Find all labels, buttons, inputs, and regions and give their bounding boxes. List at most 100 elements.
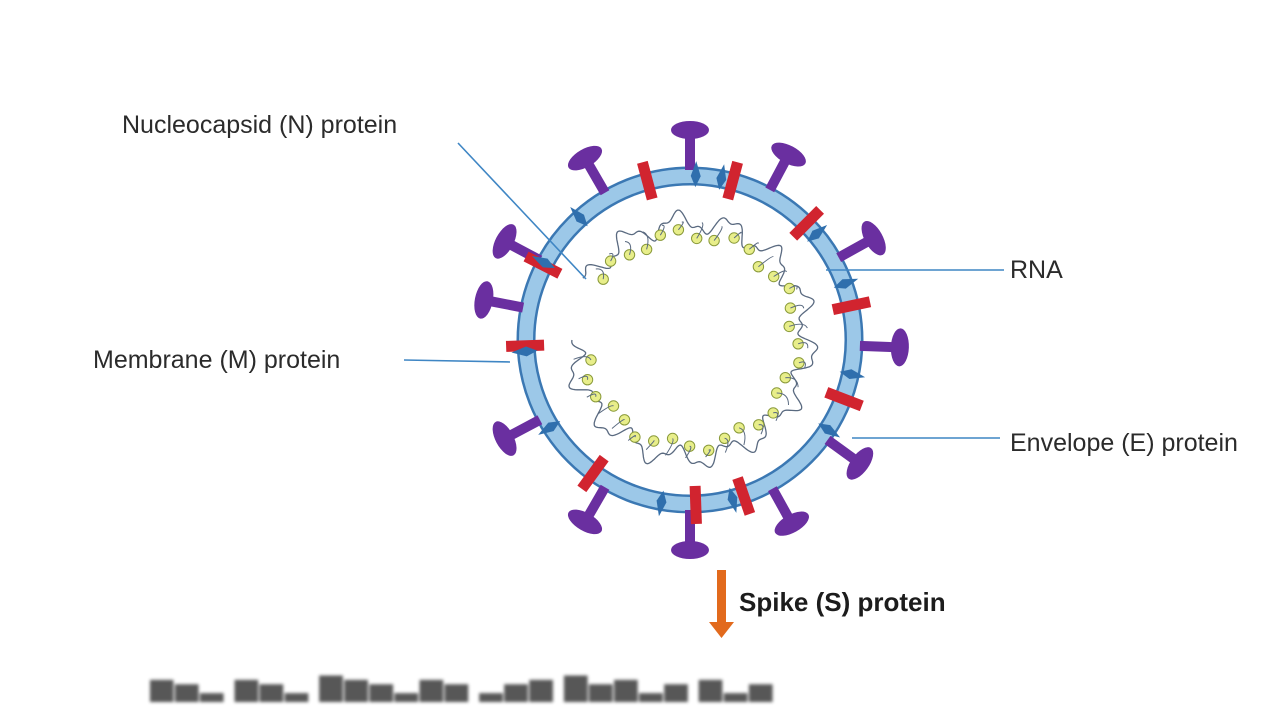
- spike-stalk: [486, 295, 525, 313]
- n-protein-loop: [789, 285, 798, 290]
- membrane-proteins: [505, 160, 872, 525]
- m-protein-bar: [789, 206, 824, 241]
- blurred-caption: ▆▅▃ ▆▅▃ ▇▆▅▃▆▅ ▃▅▆ ▇▅▆▃▅ ▆▃▅: [150, 673, 775, 702]
- n-protein-loop: [724, 437, 729, 453]
- n-protein-loop: [573, 356, 592, 361]
- spike-stalk: [505, 415, 543, 442]
- spike-proteins: [474, 121, 909, 559]
- nucleocapsid-label: Nucleocapsid (N) protein: [122, 111, 397, 139]
- n-protein-loop: [789, 323, 808, 329]
- e-protein-shape: [538, 421, 561, 435]
- n-protein-loop: [595, 268, 605, 280]
- spike-head: [567, 145, 603, 171]
- m-protein-bar: [824, 387, 864, 412]
- n-protein-loop: [738, 427, 746, 446]
- spike-protein-label: Spike (S) protein: [739, 587, 946, 617]
- spike-protein: [859, 328, 909, 367]
- m-protein: [637, 160, 658, 201]
- spike-head: [671, 121, 709, 139]
- spike-protein: [824, 435, 874, 480]
- e-protein-shape: [570, 206, 588, 227]
- spike-stalk: [768, 486, 795, 523]
- m-protein: [505, 339, 545, 352]
- spike-protein: [671, 121, 709, 170]
- rna-label: RNA: [1010, 256, 1063, 284]
- spike-head: [492, 421, 517, 456]
- e-protein: [570, 206, 588, 227]
- spike-stalk: [582, 484, 610, 521]
- n-protein-loop: [748, 242, 759, 250]
- n-protein-loop: [678, 221, 684, 231]
- m-protein-bar: [505, 339, 545, 352]
- e-protein: [839, 369, 866, 379]
- m-protein-bar: [577, 454, 609, 493]
- e-protein: [538, 421, 561, 435]
- e-protein: [818, 423, 841, 438]
- spike-arrow-shaft: [717, 570, 726, 624]
- spike-stalk: [765, 155, 792, 193]
- envelope-protein-label: Envelope (E) protein: [1010, 429, 1238, 457]
- e-protein-shape: [716, 164, 727, 190]
- n-protein-loop: [773, 412, 779, 422]
- n-protein-loop: [611, 419, 625, 429]
- spike-stalk: [824, 435, 860, 466]
- spike-stalk: [685, 510, 695, 546]
- spike-protein: [474, 281, 525, 319]
- spike-head: [492, 224, 517, 259]
- e-protein-shape: [727, 487, 738, 513]
- e-protein-shape: [807, 224, 828, 242]
- e-protein: [833, 278, 859, 289]
- m-protein: [732, 476, 756, 516]
- m-protein: [831, 296, 872, 316]
- nucleocapsid-leader-line: [457, 142, 587, 280]
- spike-stalk: [582, 159, 610, 196]
- e-protein: [716, 164, 727, 190]
- n-protein-loop: [665, 438, 674, 456]
- e-protein-shape: [839, 369, 866, 379]
- spike-protein: [768, 486, 809, 536]
- m-protein: [824, 387, 864, 412]
- membrane-protein-label: Membrane (M) protein: [93, 346, 340, 374]
- spike-protein: [492, 415, 543, 456]
- spike-head: [671, 541, 709, 559]
- e-protein: [690, 161, 701, 188]
- n-protein-loop: [758, 256, 774, 268]
- m-protein-bar: [689, 485, 702, 525]
- m-protein-bar: [732, 476, 756, 516]
- n-protein-loop: [713, 225, 723, 241]
- n-protein-loop: [642, 231, 649, 250]
- m-protein: [789, 206, 824, 241]
- n-protein-loop: [609, 253, 614, 262]
- spike-head: [567, 509, 603, 535]
- n-protein-loop: [586, 393, 597, 398]
- spike-protein: [765, 142, 806, 193]
- rna-strand: [568, 209, 819, 468]
- e-protein: [511, 346, 538, 357]
- spike-protein: [567, 145, 610, 196]
- n-protein-loop: [798, 361, 806, 369]
- spike-stalk: [836, 235, 873, 262]
- spike-stalk: [859, 340, 897, 353]
- spike-protein: [671, 510, 709, 559]
- m-protein: [722, 160, 743, 201]
- n-protein-loop: [773, 270, 787, 277]
- n-protein-loop: [597, 405, 614, 415]
- n-protein-loop: [696, 222, 704, 239]
- m-protein-bar: [637, 160, 658, 201]
- n-protein-loop: [733, 231, 742, 239]
- spike-head: [861, 221, 886, 256]
- n-protein-loop: [785, 377, 799, 388]
- spike-head: [474, 281, 494, 319]
- n-protein-loop: [645, 440, 655, 450]
- m-protein-bar: [831, 296, 872, 316]
- e-protein: [807, 224, 828, 242]
- viral-membrane-fill: [519, 169, 861, 511]
- n-protein-loop: [776, 392, 790, 406]
- m-protein: [577, 454, 609, 493]
- m-protein: [689, 485, 702, 525]
- e-protein-shape: [531, 255, 555, 269]
- e-protein: [656, 490, 667, 517]
- n-protein-loop: [627, 435, 636, 441]
- e-protein-shape: [818, 423, 841, 438]
